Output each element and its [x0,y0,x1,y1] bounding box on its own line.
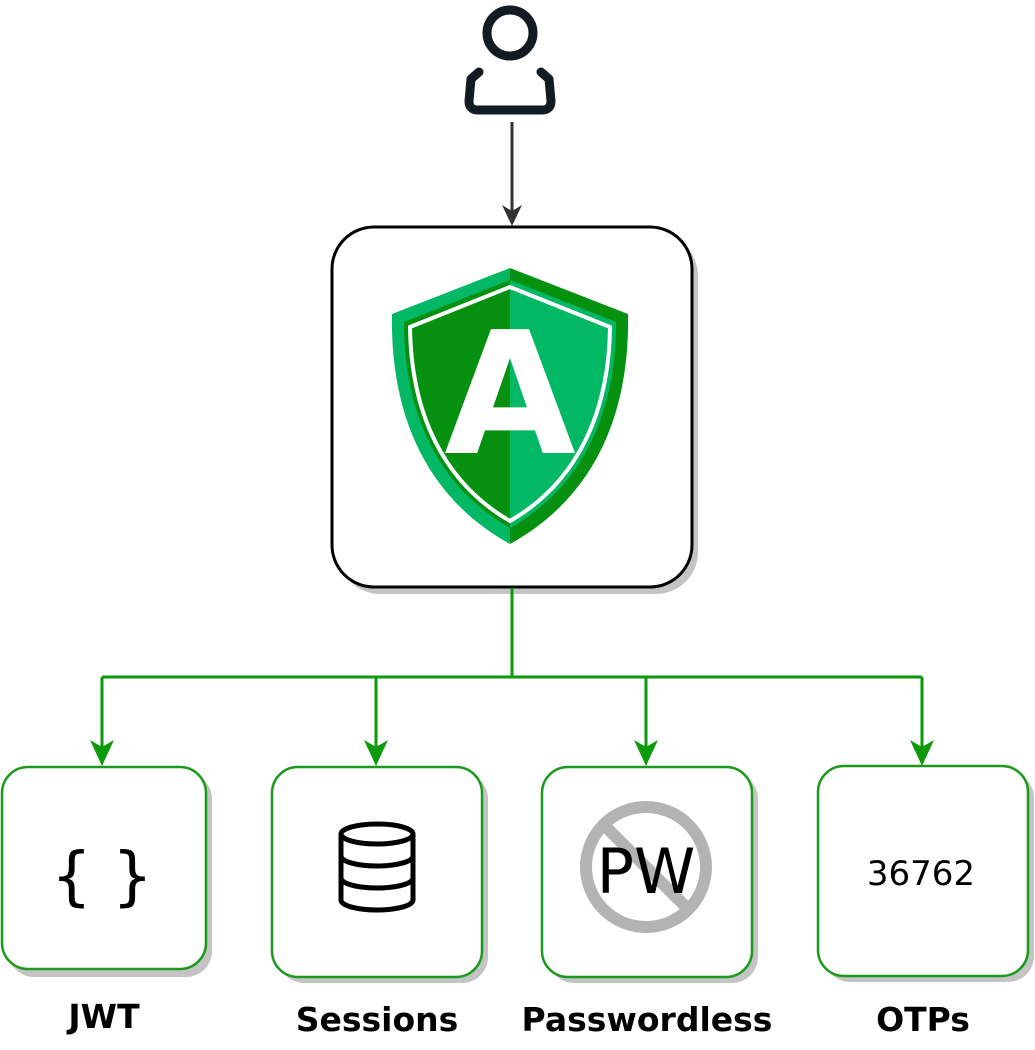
branch-connectors [100,588,924,750]
auth-server-node: A [330,225,698,594]
jwt-box [0,765,208,971]
passwordless-node: PW [540,765,758,983]
no-password-text: PW [597,835,696,908]
sessions-node [270,765,488,983]
database-icon [338,821,416,913]
shield-inner-outline [407,284,613,524]
arrow-user-to-server [502,122,522,226]
user-icon [464,5,556,115]
arrowhead-jwt [90,740,114,766]
shield-logo-icon: A [391,268,629,544]
jwt-label: JWT [68,997,140,1036]
user-icon-body [464,67,556,115]
otps-label: OTPs [876,1000,970,1039]
shield-logo-letter: A [444,296,576,494]
arrowhead-otps [910,740,934,766]
arrowhead-passwordless [634,740,658,766]
otp-code-icon: 36762 [867,854,975,894]
sessions-box [270,765,484,979]
otps-node: 36762 [816,764,1034,982]
sessions-label: Sessions [295,1000,459,1039]
branch-arrowheads [90,740,934,766]
jwt-node: { } [0,765,212,977]
arrowhead-sessions [364,740,388,766]
passwordless-label: Passwordless [521,1000,773,1039]
no-password-icon: PW [580,801,712,933]
braces-icon: { } [51,840,153,914]
otps-box [816,764,1030,978]
user-icon-head [482,5,538,61]
